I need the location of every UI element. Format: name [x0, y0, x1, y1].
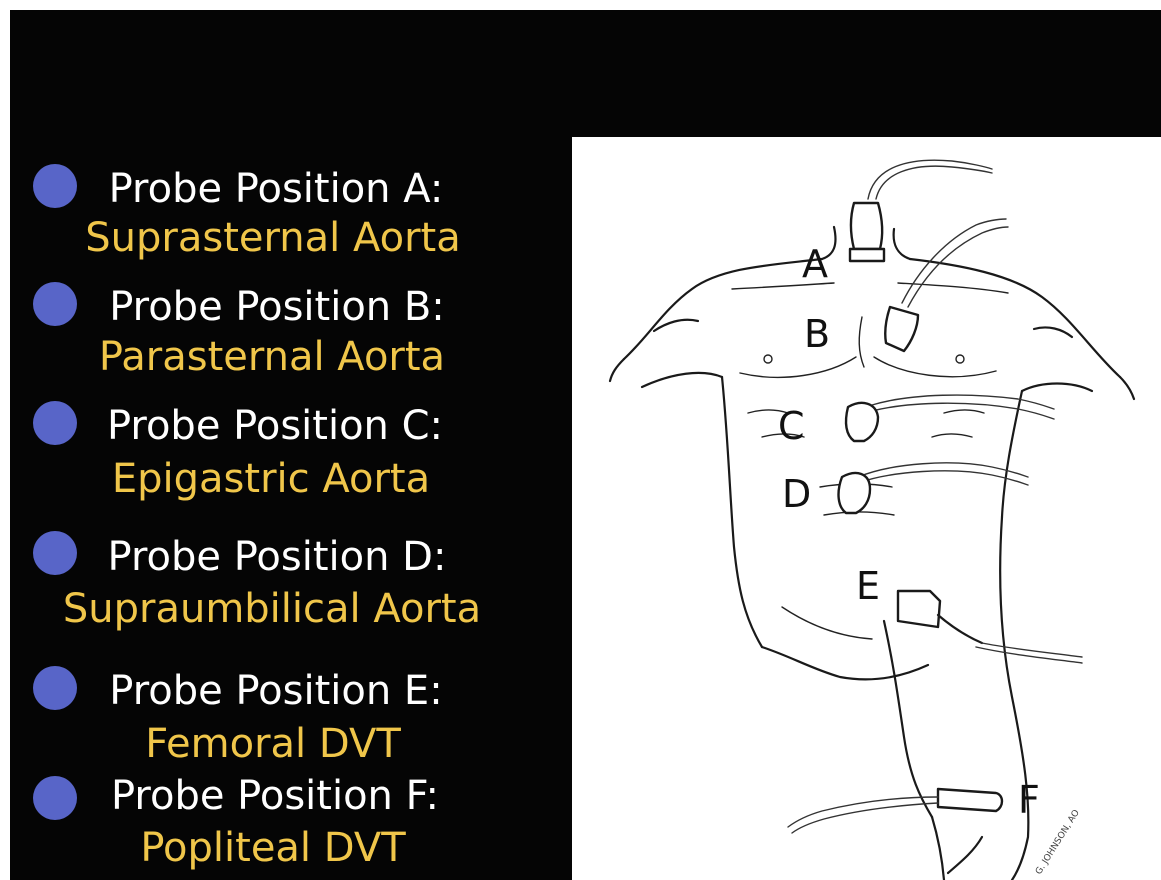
probe-a-icon [850, 160, 992, 261]
label-a: A [802, 242, 828, 286]
bullet-c [33, 401, 77, 445]
position-c-title: Probe Position C: [107, 403, 443, 449]
label-e: E [856, 564, 880, 608]
position-b-title: Probe Position B: [109, 284, 445, 330]
position-d-subtitle: Supraumbilical Aorta [63, 586, 481, 632]
torso-outline [610, 227, 1134, 880]
bullet-a [33, 164, 77, 208]
bullet-d [33, 531, 77, 575]
probe-position-diagram: A B C D E F G. JOHNSON, AO [572, 137, 1161, 880]
label-b: B [804, 312, 830, 356]
position-d-title: Probe Position D: [108, 534, 447, 580]
body-illustration: A B C D E F G. JOHNSON, AO [572, 137, 1161, 880]
label-c: C [778, 404, 805, 448]
probe-b-icon [885, 219, 1008, 351]
position-f-subtitle: Popliteal DVT [140, 825, 405, 871]
probe-d-icon [839, 463, 1028, 513]
bullet-b [33, 282, 77, 326]
position-e-subtitle: Femoral DVT [145, 721, 401, 767]
position-e-title: Probe Position E: [109, 668, 442, 714]
probe-f-icon [788, 789, 1002, 833]
label-d: D [782, 472, 811, 516]
probe-e-icon [898, 591, 1082, 663]
label-f: F [1018, 778, 1040, 822]
bullet-f [33, 776, 77, 820]
position-b-subtitle: Parasternal Aorta [99, 334, 445, 380]
position-c-subtitle: Epigastric Aorta [112, 456, 430, 502]
position-a-title: Probe Position A: [109, 166, 444, 212]
artist-signature: G. JOHNSON, AO [1034, 808, 1082, 876]
position-a-subtitle: Suprasternal Aorta [85, 215, 460, 261]
position-f-title: Probe Position F: [111, 773, 439, 819]
bullet-e [33, 666, 77, 710]
